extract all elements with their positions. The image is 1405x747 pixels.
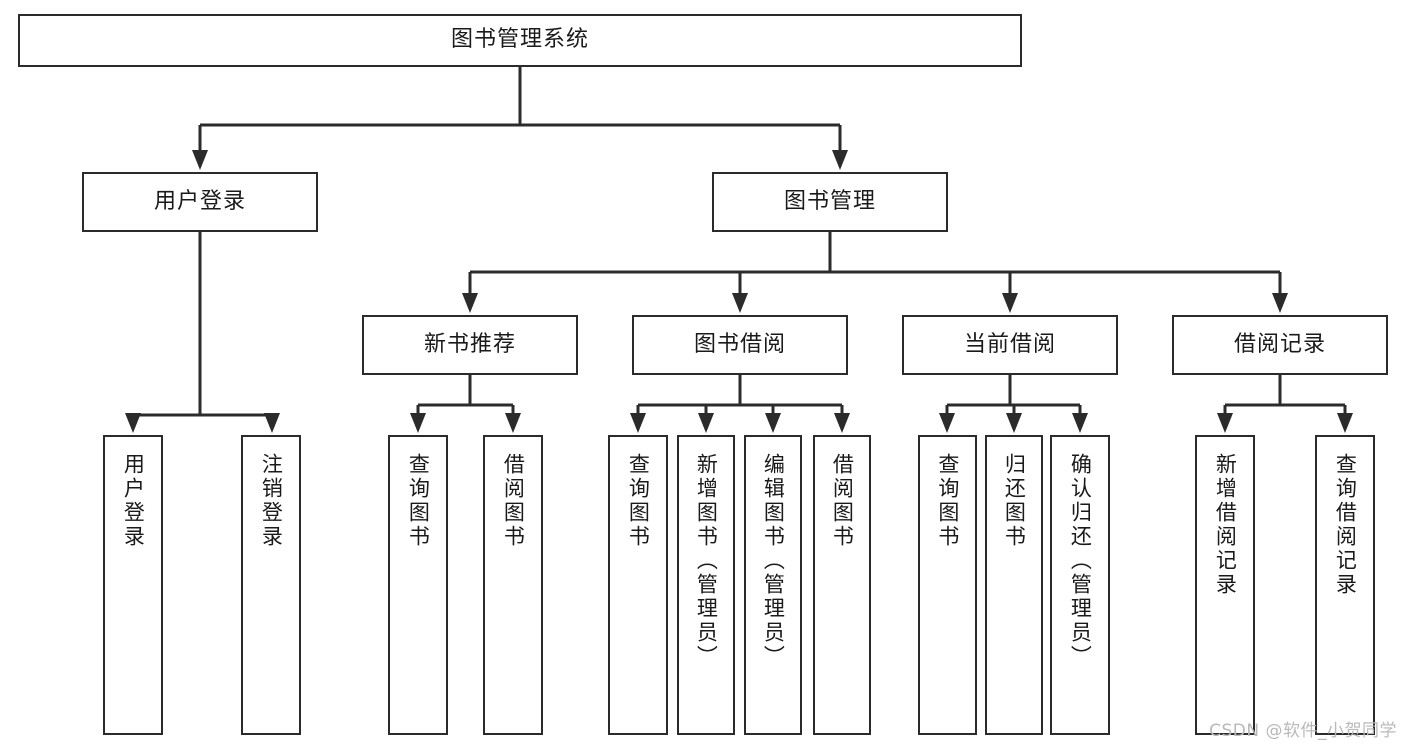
node-leaf-user-login[interactable]: 用户登录 [103, 435, 163, 735]
node-new-book-rec[interactable]: 新书推荐 [362, 315, 578, 375]
node-leaf-add-book[interactable]: 新增图书（管理员） [677, 435, 735, 735]
node-label: 新书推荐 [423, 331, 516, 357]
node-current-borrow[interactable]: 当前借阅 [902, 315, 1118, 375]
node-user-login[interactable]: 用户登录 [82, 172, 318, 232]
node-label: 图书借阅 [693, 331, 786, 357]
node-leaf-edit-book[interactable]: 编辑图书（管理员） [744, 435, 802, 735]
node-label: 借阅图书 [501, 453, 526, 549]
node-root[interactable]: 图书管理系统 [18, 14, 1022, 67]
node-borrow-record[interactable]: 借阅记录 [1172, 315, 1388, 375]
node-leaf-user-logout[interactable]: 注销登录 [241, 435, 301, 735]
node-label: 图书管理 [783, 188, 876, 214]
node-label: 查询图书 [406, 453, 431, 549]
node-label: 新增图书（管理员） [694, 453, 719, 669]
node-label: 用户登录 [153, 188, 246, 214]
node-label: 新增借阅记录 [1213, 453, 1238, 597]
node-label: 编辑图书（管理员） [761, 453, 786, 669]
node-label: 用户登录 [121, 453, 146, 549]
node-book-borrow[interactable]: 图书借阅 [632, 315, 848, 375]
node-leaf-query-book-2[interactable]: 查询图书 [608, 435, 668, 735]
node-label: 当前借阅 [963, 331, 1056, 357]
node-label: 图书管理系统 [450, 27, 589, 53]
node-leaf-confirm-return[interactable]: 确认归还（管理员） [1050, 435, 1110, 735]
watermark-text: CSDN @软件_小贺同学 [1209, 721, 1397, 741]
node-leaf-return-book[interactable]: 归还图书 [985, 435, 1043, 735]
node-label: 归还图书 [1002, 453, 1027, 549]
node-leaf-borrow-book-1[interactable]: 借阅图书 [483, 435, 543, 735]
node-label: 查询图书 [626, 453, 651, 549]
node-label: 借阅图书 [830, 453, 855, 549]
node-label: 查询图书 [935, 453, 960, 549]
node-leaf-query-book-1[interactable]: 查询图书 [388, 435, 448, 735]
node-leaf-borrow-book-2[interactable]: 借阅图书 [813, 435, 871, 735]
node-label: 借阅记录 [1233, 331, 1326, 357]
node-leaf-add-record[interactable]: 新增借阅记录 [1195, 435, 1255, 735]
node-leaf-query-record[interactable]: 查询借阅记录 [1315, 435, 1375, 735]
node-leaf-query-book-3[interactable]: 查询图书 [918, 435, 977, 735]
node-label: 确认归还（管理员） [1068, 453, 1093, 669]
node-book-manage[interactable]: 图书管理 [712, 172, 948, 232]
node-label: 查询借阅记录 [1333, 453, 1358, 597]
node-label: 注销登录 [259, 453, 284, 549]
